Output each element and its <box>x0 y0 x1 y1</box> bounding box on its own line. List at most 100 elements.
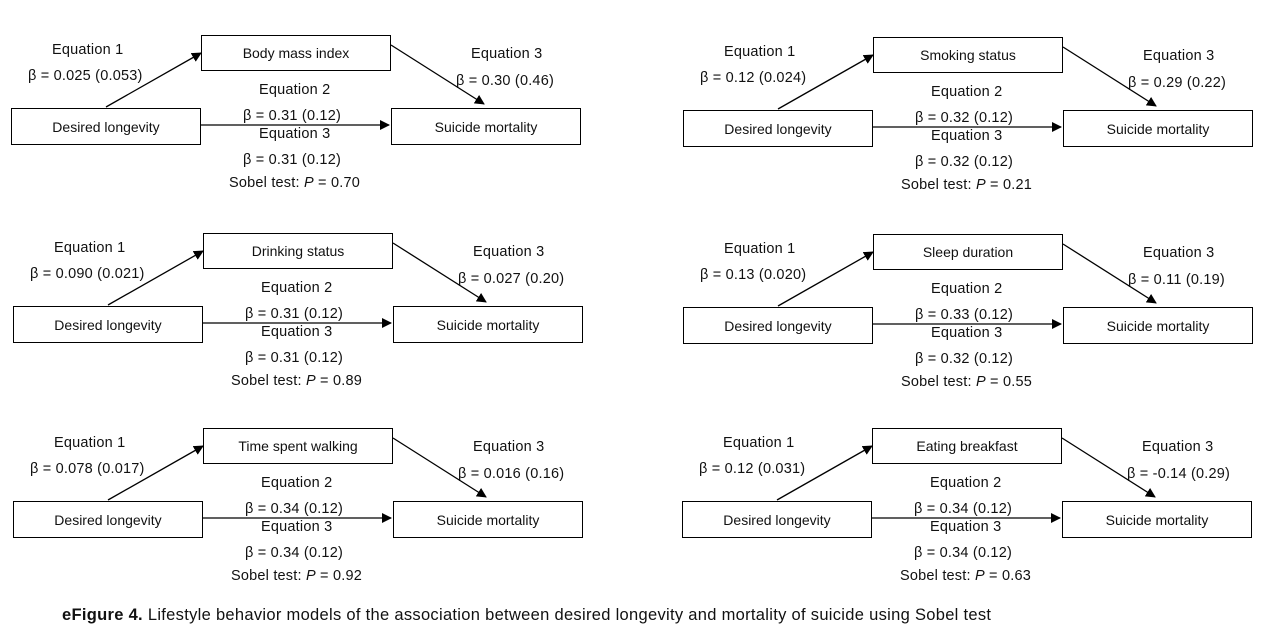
eq3-mediator-beta: β = 0.29 (0.22) <box>1128 75 1226 91</box>
sobel-prefix: Sobel test: <box>231 373 306 389</box>
path-a-arrow <box>777 54 874 110</box>
eq3-mediator-beta: β = 0.016 (0.16) <box>458 466 565 482</box>
path-a-arrow <box>105 52 202 108</box>
path-a-arrow <box>777 251 874 307</box>
eq1-beta: β = 0.078 (0.017) <box>30 461 145 477</box>
eq1-title: Equation 1 <box>54 240 126 256</box>
sobel-value: = 0.21 <box>985 177 1032 193</box>
outcome-box: Suicide mortality <box>393 306 583 343</box>
eq3-mediator-title: Equation 3 <box>473 244 545 260</box>
arrows-layer <box>777 46 1157 132</box>
path-a-arrow <box>107 250 204 306</box>
eq3-mediator-title: Equation 3 <box>1143 48 1215 64</box>
sobel-value: = 0.92 <box>315 568 362 584</box>
sobel-p-symbol: P <box>974 568 985 584</box>
arrows-layer <box>105 44 485 130</box>
outcome-box: Suicide mortality <box>393 501 583 538</box>
eq3-direct-title: Equation 3 <box>931 325 1003 341</box>
path-b-arrow <box>392 242 487 303</box>
figure-caption: eFigure 4. Lifestyle behavior models of … <box>62 606 991 625</box>
path-b-arrow <box>392 437 487 498</box>
eq3-mediator-title: Equation 3 <box>1143 245 1215 261</box>
eq3-mediator-beta: β = 0.11 (0.19) <box>1128 272 1225 288</box>
eq2-title: Equation 2 <box>931 281 1003 297</box>
eq2-beta: β = 0.32 (0.12) <box>915 110 1013 126</box>
mediation-panel-1: Body mass index Desired longevity Suicid… <box>11 35 611 215</box>
sobel-p-symbol: P <box>975 177 986 193</box>
path-b-arrow <box>1061 437 1156 498</box>
sobel-p-symbol: P <box>303 175 314 191</box>
eq3-mediator-beta: β = -0.14 (0.29) <box>1127 466 1231 482</box>
path-b-arrow <box>1062 46 1157 107</box>
eq3-direct-title: Equation 3 <box>931 128 1003 144</box>
eq2-title: Equation 2 <box>931 84 1003 100</box>
arrows-layer <box>776 437 1156 523</box>
eq2-beta: β = 0.31 (0.12) <box>243 108 341 124</box>
path-a-arrow <box>107 445 204 501</box>
eq3-direct-beta: β = 0.31 (0.12) <box>243 152 341 168</box>
eq1-beta: β = 0.025 (0.053) <box>28 68 143 84</box>
sobel-prefix: Sobel test: <box>901 374 976 390</box>
sobel-prefix: Sobel test: <box>231 568 306 584</box>
eq1-beta: β = 0.12 (0.031) <box>699 461 806 477</box>
exposure-box: Desired longevity <box>13 501 203 538</box>
eq1-beta: β = 0.12 (0.024) <box>700 70 807 86</box>
sobel-value: = 0.89 <box>315 373 362 389</box>
sobel-test-result: Sobel test: P = 0.63 <box>900 568 1031 584</box>
arrows-layer <box>777 243 1157 329</box>
sobel-prefix: Sobel test: <box>229 175 304 191</box>
mediation-panel-2: Smoking status Desired longevity Suicide… <box>683 37 1273 217</box>
eq2-title: Equation 2 <box>261 475 333 491</box>
sobel-p-symbol: P <box>975 374 986 390</box>
sobel-value: = 0.55 <box>985 374 1032 390</box>
outcome-box: Suicide mortality <box>391 108 581 145</box>
outcome-box: Suicide mortality <box>1062 501 1252 538</box>
outcome-box: Suicide mortality <box>1063 110 1253 147</box>
eq1-title: Equation 1 <box>54 435 126 451</box>
eq1-title: Equation 1 <box>724 44 796 60</box>
eq1-title: Equation 1 <box>52 42 124 58</box>
exposure-box: Desired longevity <box>683 110 873 147</box>
exposure-box: Desired longevity <box>682 501 872 538</box>
sobel-prefix: Sobel test: <box>901 177 976 193</box>
sobel-prefix: Sobel test: <box>900 568 975 584</box>
mediator-box: Body mass index <box>201 35 391 71</box>
path-b-arrow <box>390 44 485 105</box>
path-a-arrow <box>776 445 873 501</box>
mediation-panel-6: Eating breakfast Desired longevity Suici… <box>682 428 1273 608</box>
eq1-beta: β = 0.13 (0.020) <box>700 267 807 283</box>
eq2-title: Equation 2 <box>261 280 333 296</box>
exposure-box: Desired longevity <box>11 108 201 145</box>
sobel-test-result: Sobel test: P = 0.70 <box>229 175 360 191</box>
mediator-box: Smoking status <box>873 37 1063 73</box>
mediator-box: Time spent walking <box>203 428 393 464</box>
outcome-box: Suicide mortality <box>1063 307 1253 344</box>
eq3-direct-title: Equation 3 <box>259 126 331 142</box>
sobel-p-symbol: P <box>305 568 316 584</box>
eq2-beta: β = 0.33 (0.12) <box>915 307 1013 323</box>
eq1-title: Equation 1 <box>724 241 796 257</box>
sobel-test-result: Sobel test: P = 0.21 <box>901 177 1032 193</box>
arrows-layer <box>107 437 487 523</box>
eq3-mediator-title: Equation 3 <box>1142 439 1214 455</box>
eq3-direct-title: Equation 3 <box>930 519 1002 535</box>
mediator-box: Eating breakfast <box>872 428 1062 464</box>
eq3-direct-title: Equation 3 <box>261 519 333 535</box>
mediation-panel-5: Time spent walking Desired longevity Sui… <box>13 428 613 608</box>
mediator-box: Sleep duration <box>873 234 1063 270</box>
eq3-direct-beta: β = 0.34 (0.12) <box>914 545 1012 561</box>
eq3-direct-beta: β = 0.31 (0.12) <box>245 350 343 366</box>
eq3-direct-beta: β = 0.32 (0.12) <box>915 154 1013 170</box>
eq2-beta: β = 0.31 (0.12) <box>245 306 343 322</box>
eq3-mediator-title: Equation 3 <box>473 439 545 455</box>
eq2-title: Equation 2 <box>930 475 1002 491</box>
mediation-panel-3: Drinking status Desired longevity Suicid… <box>13 233 613 413</box>
eq1-beta: β = 0.090 (0.021) <box>30 266 145 282</box>
caption-label: eFigure 4. <box>62 606 143 624</box>
eq3-direct-title: Equation 3 <box>261 324 333 340</box>
sobel-test-result: Sobel test: P = 0.92 <box>231 568 362 584</box>
path-b-arrow <box>1062 243 1157 304</box>
sobel-test-result: Sobel test: P = 0.89 <box>231 373 362 389</box>
eq2-title: Equation 2 <box>259 82 331 98</box>
sobel-value: = 0.63 <box>984 568 1031 584</box>
